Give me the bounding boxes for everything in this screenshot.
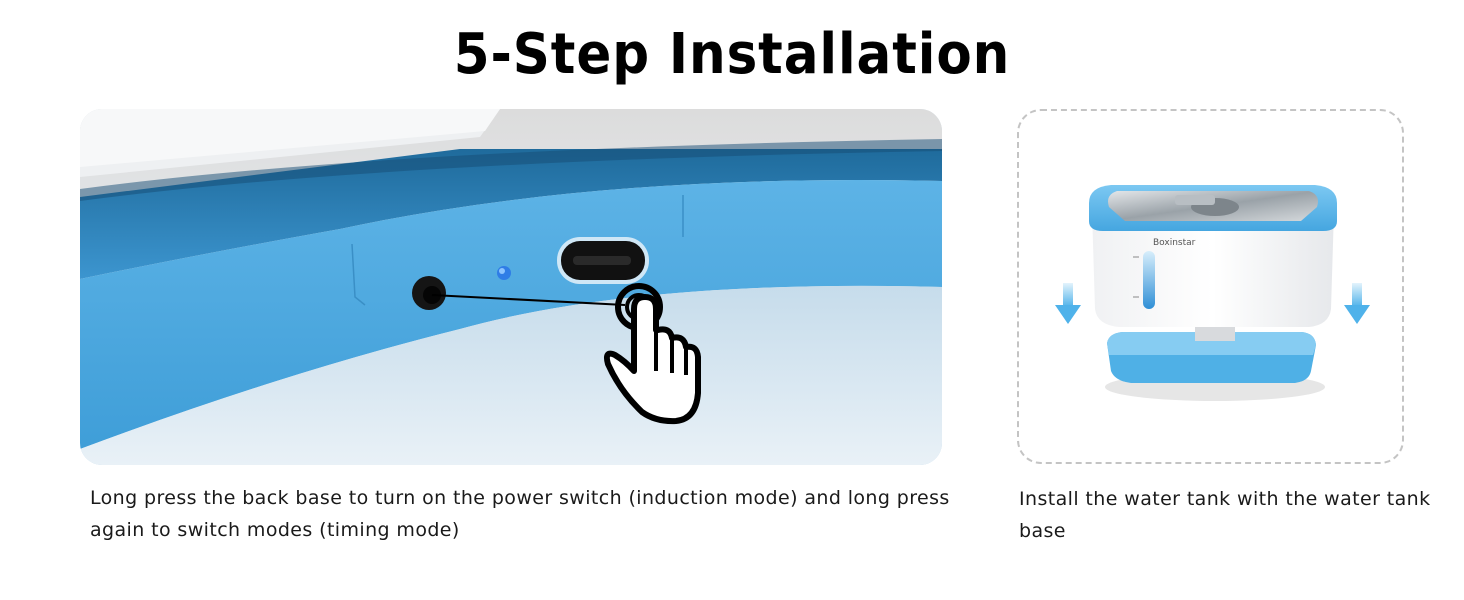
power-switch-image xyxy=(80,109,942,465)
hand-pointer-icon xyxy=(603,283,701,425)
brand-label: Boxinstar xyxy=(1153,238,1196,248)
step-caption: Install the water tank with the water ta… xyxy=(1019,488,1431,542)
power-switch-illustration xyxy=(80,109,942,465)
arrow-down-icon xyxy=(1055,283,1081,324)
water-tank-image: Boxinstar xyxy=(1017,109,1404,464)
arrow-down-icon xyxy=(1344,283,1370,324)
step-caption: Long press the back base to turn on the … xyxy=(90,487,950,541)
page-title: 5-Step Installation xyxy=(453,22,1011,87)
fountain-illustration: Boxinstar xyxy=(1055,185,1370,401)
